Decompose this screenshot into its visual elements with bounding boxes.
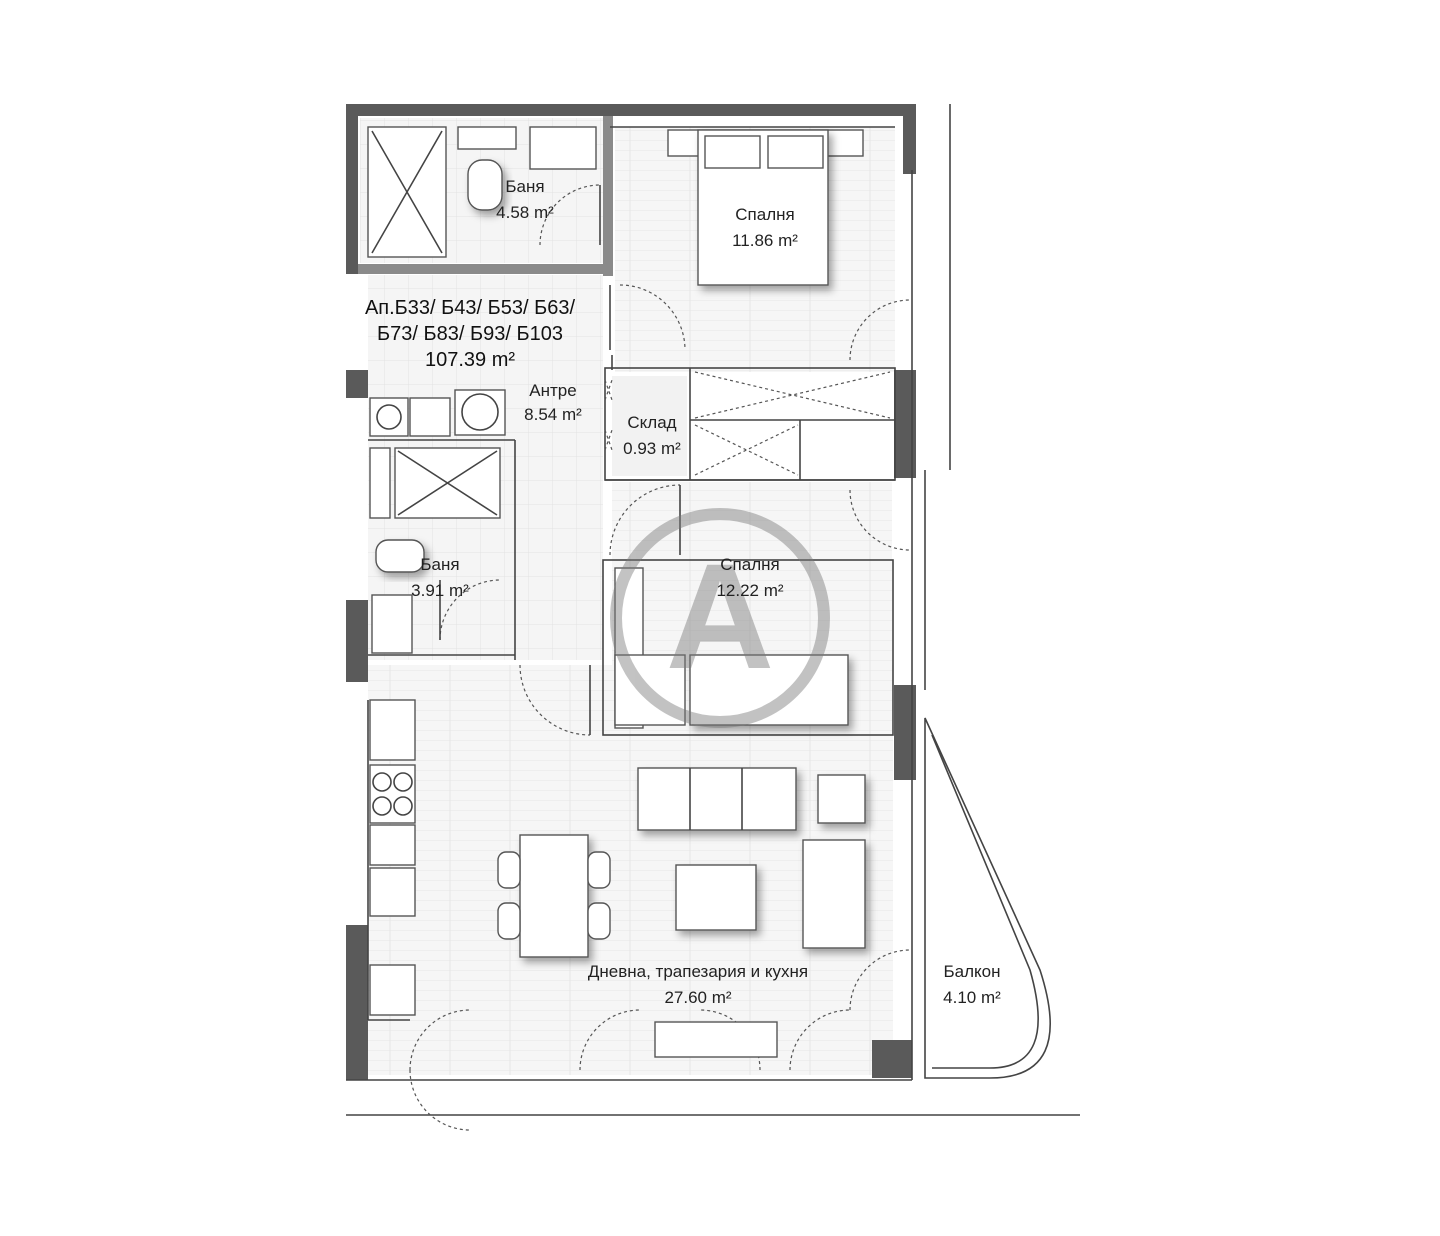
hall-name: Антре: [529, 381, 576, 400]
living-area: 27.60 m²: [664, 988, 731, 1007]
bedroom1-area: 11.86 m²: [732, 231, 798, 250]
apartment-total-area: 107.39 m²: [425, 349, 515, 371]
bedroom2-name: Спалня: [720, 555, 779, 574]
living-furniture: [497, 767, 866, 1058]
room-labels: Ап.Б33/ Б43/ Б53/ Б63/ Б73/ Б83/ Б93/ Б1…: [365, 177, 1001, 1007]
bedroom1-name: Спалня: [735, 205, 794, 224]
bed-1: [667, 129, 864, 286]
bath1-name: Баня: [505, 177, 544, 196]
watermark-logo: A: [610, 508, 830, 728]
balcony: [924, 717, 1052, 1079]
partitions: [358, 116, 896, 1021]
storage-area: 0.93 m²: [623, 439, 681, 458]
bath2-area: 3.91 m²: [411, 581, 469, 600]
bath2-name: Баня: [420, 555, 459, 574]
bedroom2-area: 12.22 m²: [716, 581, 783, 600]
hall-fixtures: [369, 389, 506, 437]
living-name: Дневна, трапезария и кухня: [588, 962, 808, 981]
wardrobes: [604, 371, 891, 476]
bath2-fixtures: [369, 447, 501, 654]
watermark-letter: A: [666, 532, 774, 700]
balcony-name: Балкон: [943, 962, 1000, 981]
hall-area: 8.54 m²: [524, 405, 582, 424]
storage-name: Склад: [627, 413, 676, 432]
kitchen-unit: [369, 699, 416, 1016]
balcony-area: 4.10 m²: [943, 988, 1001, 1007]
doors: [409, 184, 911, 1131]
walls: [346, 104, 1080, 1116]
bath1-fixtures: [367, 126, 597, 258]
bath1-area: 4.58 m²: [496, 203, 554, 222]
apartment-title-line2: Б73/ Б83/ Б93/ Б103: [377, 323, 563, 345]
apartment-title-line1: Ап.Б33/ Б43/ Б53/ Б63/: [365, 297, 576, 319]
bed-2: [614, 567, 849, 729]
